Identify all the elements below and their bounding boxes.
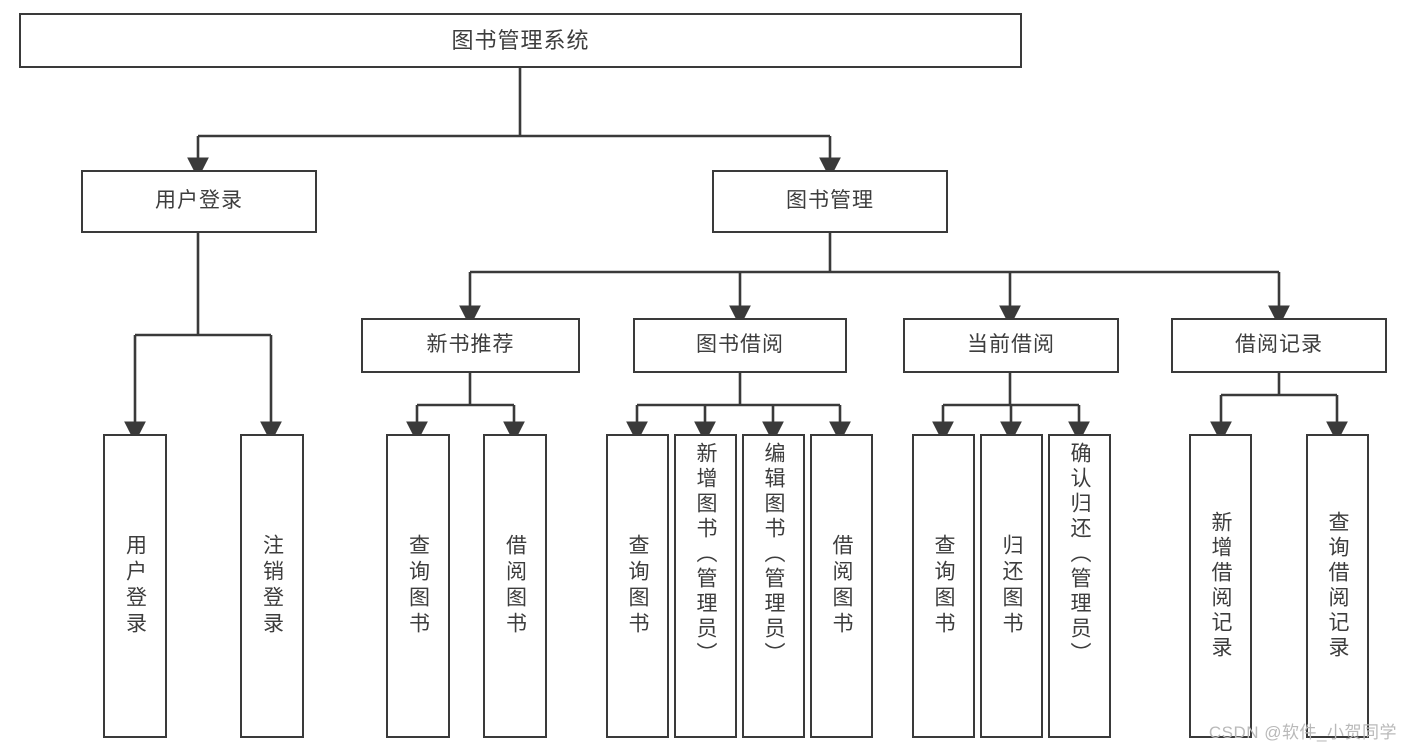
node-root-label: 图书管理系统 [451, 27, 590, 53]
node-book-management-label: 图书管理 [786, 189, 874, 213]
leaf-confirm-return-admin[interactable]: 确认归还（管理员） [1048, 434, 1111, 738]
leaf-borrow-book[interactable]: 借阅图书 [810, 434, 873, 738]
node-book-borrow[interactable]: 图书借阅 [633, 318, 847, 373]
leaf-edit-book-admin[interactable]: 编辑图书（管理员） [742, 434, 805, 738]
leaf-return-book[interactable]: 归还图书 [980, 434, 1043, 738]
watermark: CSDN @软件_小贺同学 [1208, 723, 1397, 742]
node-borrow-record[interactable]: 借阅记录 [1171, 318, 1387, 373]
node-root[interactable]: 图书管理系统 [19, 13, 1022, 68]
leaf-user-login[interactable]: 用户登录 [103, 434, 167, 738]
leaf-add-book-admin-label: 新增图书（管理员） [694, 442, 717, 667]
leaf-add-borrow-record[interactable]: 新增借阅记录 [1189, 434, 1252, 738]
leaf-query-book-newbook[interactable]: 查询图书 [386, 434, 450, 738]
node-book-borrow-label: 图书借阅 [696, 333, 784, 357]
leaf-query-book-borrow-label: 查询图书 [626, 534, 649, 638]
leaf-borrow-book-label: 借阅图书 [830, 534, 853, 638]
node-new-book-recommend[interactable]: 新书推荐 [361, 318, 580, 373]
leaf-query-borrow-record[interactable]: 查询借阅记录 [1306, 434, 1369, 738]
leaf-user-login-label: 用户登录 [123, 534, 147, 638]
leaf-query-borrow-record-label: 查询借阅记录 [1326, 511, 1349, 661]
leaf-borrow-book-newbook[interactable]: 借阅图书 [483, 434, 547, 738]
node-user-login[interactable]: 用户登录 [81, 170, 317, 233]
leaf-confirm-return-admin-label: 确认归还（管理员） [1068, 442, 1091, 667]
node-current-borrow-label: 当前借阅 [967, 333, 1055, 357]
leaf-add-borrow-record-label: 新增借阅记录 [1209, 511, 1232, 661]
leaf-add-book-admin[interactable]: 新增图书（管理员） [674, 434, 737, 738]
leaf-query-book-borrow[interactable]: 查询图书 [606, 434, 669, 738]
leaf-edit-book-admin-label: 编辑图书（管理员） [762, 442, 785, 667]
leaf-logout-label: 注销登录 [260, 534, 284, 638]
leaf-return-book-label: 归还图书 [1000, 534, 1023, 638]
leaf-logout[interactable]: 注销登录 [240, 434, 304, 738]
node-book-management[interactable]: 图书管理 [712, 170, 948, 233]
leaf-query-book-newbook-label: 查询图书 [406, 534, 430, 638]
node-new-book-recommend-label: 新书推荐 [426, 333, 515, 357]
leaf-borrow-book-newbook-label: 借阅图书 [503, 534, 527, 638]
leaf-query-book-current[interactable]: 查询图书 [912, 434, 975, 738]
leaf-query-book-current-label: 查询图书 [932, 534, 955, 638]
node-user-login-label: 用户登录 [155, 189, 243, 213]
node-current-borrow[interactable]: 当前借阅 [903, 318, 1119, 373]
node-borrow-record-label: 借阅记录 [1235, 333, 1323, 357]
